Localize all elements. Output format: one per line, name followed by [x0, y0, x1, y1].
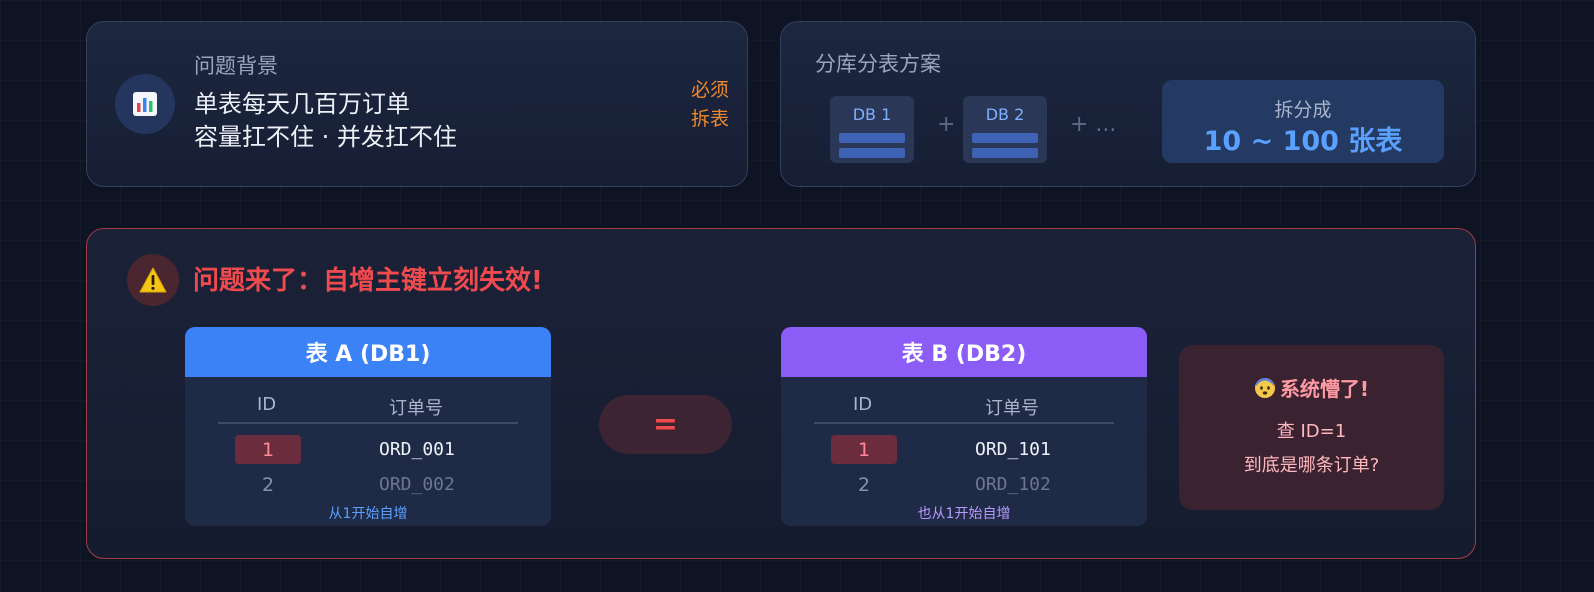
- table-a: 表 A (DB1) ID 订单号 1 ORD_001 2 ORD_002 从1开…: [185, 327, 551, 526]
- confused-question-2: 到底是哪条订单?: [1243, 455, 1380, 476]
- table-b: 表 B (DB2) ID 订单号 1 ORD_101 2 ORD_102 也从1…: [781, 327, 1147, 526]
- table-a-row1-order: ORD_001: [379, 439, 455, 460]
- must-split-badge: 必须 拆表: [691, 76, 729, 134]
- table-a-col-id: ID: [257, 394, 277, 415]
- table-b-row2-id: 2: [857, 474, 871, 496]
- table-b-title: 表 B (DB2): [781, 327, 1147, 377]
- table-b-row2-order: ORD_102: [975, 474, 1051, 495]
- plan-label: 分库分表方案: [815, 52, 941, 76]
- background-card: 问题背景 单表每天几百万订单 容量扛不住 · 并发扛不住 必须 拆表: [86, 21, 748, 187]
- must-line-2: 拆表: [690, 108, 729, 130]
- background-line-1: 单表每天几百万订单: [194, 90, 410, 118]
- table-b-id-highlight: [831, 435, 897, 464]
- table-a-id-highlight: [235, 435, 301, 464]
- sharding-plan-card: 分库分表方案 DB 1 + DB 2 + ... 拆分成 10 ~ 100 张表: [780, 21, 1476, 187]
- problem-title: 问题来了：自增主键立刻失效!: [193, 266, 543, 296]
- table-a-header-divider: [218, 422, 518, 424]
- table-a-row1-id: 1: [261, 439, 275, 461]
- problem-card: 问题来了：自增主键立刻失效! 表 A (DB1) ID 订单号 1 ORD_00…: [86, 228, 1476, 559]
- table-b-row1-id: 1: [857, 439, 871, 461]
- table-a-title: 表 A (DB1): [185, 327, 551, 377]
- db2-table-bar-2: [972, 148, 1038, 158]
- background-label: 问题背景: [194, 54, 278, 78]
- plus-sign: +: [937, 112, 956, 137]
- split-label: 拆分成: [1274, 99, 1332, 121]
- db1-table-bar-1: [839, 133, 905, 143]
- db2-box: DB 2: [963, 96, 1047, 163]
- split-value: 10 ~ 100 张表: [1203, 126, 1403, 157]
- plus-more: + ...: [1070, 112, 1117, 137]
- table-a-row2-id: 2: [261, 474, 275, 496]
- confused-title-row: 系统懵了!: [1179, 373, 1444, 402]
- db1-table-bar-2: [839, 148, 905, 158]
- table-a-col-order: 订单号: [389, 398, 443, 419]
- table-b-note: 也从1开始自增: [917, 506, 1011, 522]
- table-a-note: 从1开始自增: [328, 506, 408, 522]
- background-line-2: 容量扛不住 · 并发扛不住: [194, 123, 457, 151]
- table-b-header-divider: [814, 422, 1114, 424]
- db1-label: DB 1: [852, 105, 892, 124]
- split-result-box: 拆分成 10 ~ 100 张表: [1162, 80, 1444, 163]
- db2-label: DB 2: [985, 105, 1025, 124]
- confused-question-1: 查 ID=1: [1276, 421, 1347, 442]
- db1-box: DB 1: [830, 96, 914, 163]
- table-b-row1-order: ORD_101: [975, 439, 1051, 460]
- equal-sign: =: [599, 395, 732, 454]
- confused-title: 系统懵了!: [1279, 377, 1370, 401]
- table-b-col-order: 订单号: [985, 398, 1039, 419]
- confused-face-icon: [1254, 378, 1275, 398]
- warning-icon: [127, 254, 179, 306]
- system-confused-box: 系统懵了! 查 ID=1 到底是哪条订单?: [1179, 345, 1444, 510]
- bar-chart-icon: [115, 74, 175, 134]
- must-line-1: 必须: [690, 79, 729, 101]
- db2-table-bar-1: [972, 133, 1038, 143]
- table-a-row2-order: ORD_002: [379, 474, 455, 495]
- table-b-col-id: ID: [853, 394, 873, 415]
